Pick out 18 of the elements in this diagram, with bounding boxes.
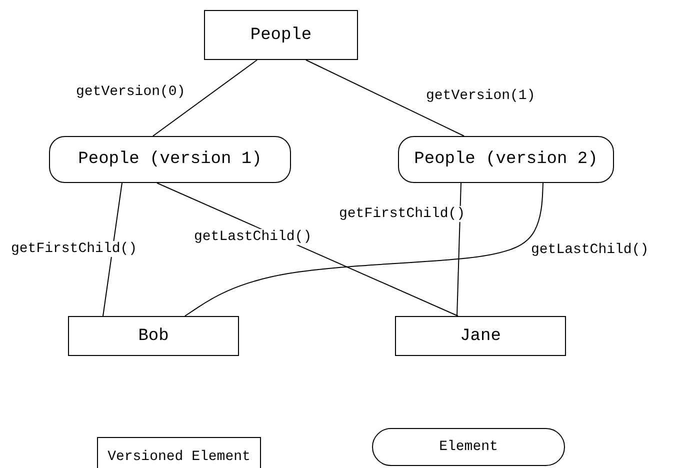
node-label: People (version 1) xyxy=(78,150,262,169)
element-box xyxy=(204,10,358,60)
connector-line xyxy=(184,182,544,316)
node-label: Bob xyxy=(138,326,169,346)
connector-line xyxy=(152,60,258,136)
node-label: People xyxy=(250,26,312,44)
connector-line xyxy=(306,60,464,136)
element-rounded-box xyxy=(398,136,614,183)
legend-label: Element xyxy=(439,439,498,455)
connector-line xyxy=(102,182,122,316)
connector-line xyxy=(156,182,458,316)
element-rounded-box xyxy=(49,136,291,183)
node-label: People (version 2) xyxy=(414,150,598,169)
node-label: Jane xyxy=(460,326,501,346)
legend-label: Versioned Element xyxy=(108,449,250,465)
element-box xyxy=(395,316,566,356)
connector-line xyxy=(456,182,462,316)
element-box xyxy=(68,316,239,356)
